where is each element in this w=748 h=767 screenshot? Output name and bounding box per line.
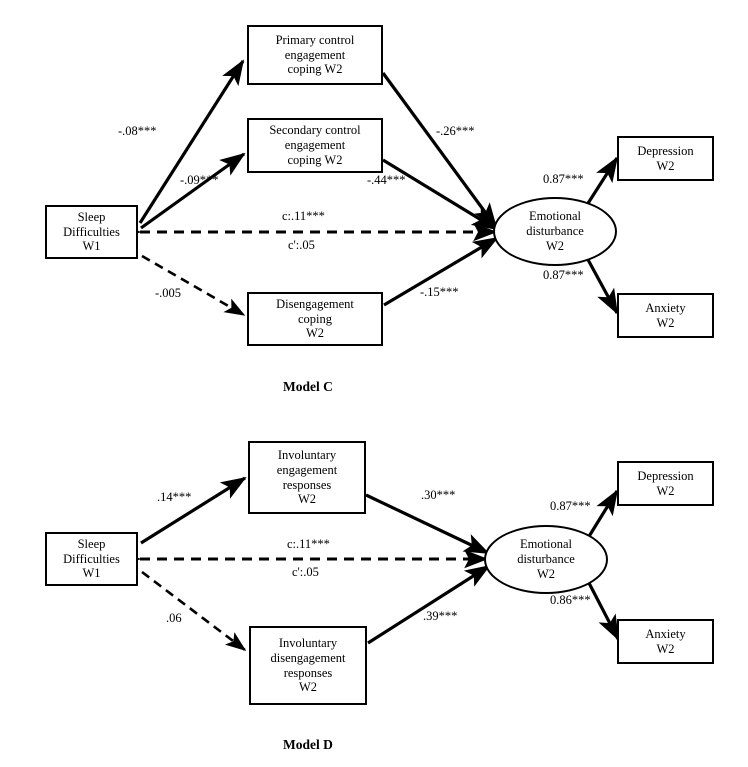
path-label-emotional-to-depression-d: 0.87*** xyxy=(550,499,591,513)
node-line: Involuntary xyxy=(278,636,338,650)
arrow-secondary-to-emotional-c xyxy=(382,158,498,231)
node-line: responses xyxy=(283,665,333,680)
caption-model-c: Model C xyxy=(283,379,333,394)
node-line: W2 xyxy=(656,158,675,173)
node-line: coping W2 xyxy=(287,152,343,167)
arrow-emotional-to-depression-c xyxy=(583,156,619,209)
path-label-sleep-to-invengage-d: .14*** xyxy=(157,490,192,504)
arrow-sleep-to-invdisengage-d xyxy=(141,570,247,652)
path-label-sleep-to-invdisengage-d: .06 xyxy=(166,611,182,625)
arrow-primary-to-emotional-c xyxy=(381,72,498,229)
node-line: W2 xyxy=(536,566,556,581)
node-line: W2 xyxy=(656,483,675,498)
node-line: Depression xyxy=(637,468,694,483)
path-label-sleep-to-primary-c: -.08*** xyxy=(118,124,157,138)
node-emotional-disturbance-c: Emotional disturbance W2 xyxy=(493,197,617,266)
path-label-emotional-to-anxiety-d: 0.86*** xyxy=(550,593,591,607)
node-line: Difficulties xyxy=(63,224,120,239)
node-line: engagement xyxy=(284,47,346,62)
node-line: Sleep xyxy=(77,209,106,224)
arrow-sleep-to-invengage-d xyxy=(140,476,247,545)
node-line: Difficulties xyxy=(63,551,120,566)
arrow-invengage-to-emotional-d xyxy=(365,493,490,555)
path-label-direct-total-d: c:.11*** xyxy=(287,537,330,551)
arrow-sleep-to-primary-c xyxy=(138,59,245,224)
path-label-primary-to-emotional-c: -.26*** xyxy=(436,124,475,138)
arrow-sleep-to-secondary-c xyxy=(140,152,246,230)
arrow-emotional-to-anxiety-d xyxy=(587,582,620,641)
node-line: Secondary control xyxy=(269,123,361,138)
node-line: engagement xyxy=(284,138,346,153)
node-sleep-difficulties-d: Sleep Difficulties W1 xyxy=(45,532,138,586)
node-anxiety-c: Anxiety W2 xyxy=(617,293,714,338)
node-line: coping xyxy=(297,311,332,326)
node-secondary-control-engagement-coping-c: Secondary control engagement coping W2 xyxy=(247,118,383,173)
node-line: disturbance xyxy=(526,224,584,239)
node-involuntary-disengagement-responses-d: Involuntary disengagement responses W2 xyxy=(249,626,367,705)
node-line: W2 xyxy=(297,492,317,507)
path-label-direct-total-c: c:.11*** xyxy=(282,209,325,223)
node-primary-control-engagement-coping-c: Primary control engagement coping W2 xyxy=(247,25,383,85)
node-emotional-disturbance-d: Emotional disturbance W2 xyxy=(484,525,608,594)
node-line: Anxiety xyxy=(645,626,686,641)
node-line: Sleep xyxy=(77,536,106,551)
node-line: Emotional xyxy=(528,209,582,224)
path-label-emotional-to-anxiety-c: 0.87*** xyxy=(543,268,584,282)
node-line: W2 xyxy=(656,641,675,656)
path-label-sleep-to-secondary-c: -.09*** xyxy=(180,173,219,187)
node-line: coping W2 xyxy=(287,62,343,77)
node-line: W2 xyxy=(545,238,565,253)
node-line: Disengagement xyxy=(276,296,354,311)
node-line: Emotional xyxy=(519,537,573,552)
node-line: W1 xyxy=(82,239,101,254)
node-line: W2 xyxy=(305,326,325,341)
node-line: Involuntary xyxy=(277,448,337,462)
arrow-invdisengage-to-emotional-d xyxy=(367,564,491,645)
path-label-invengage-to-emotional-d: .30*** xyxy=(421,488,456,502)
node-line: W2 xyxy=(656,315,675,330)
node-sleep-difficulties-c: Sleep Difficulties W1 xyxy=(45,205,138,259)
node-line: W2 xyxy=(298,680,318,695)
path-label-direct-residual-d: c':.05 xyxy=(292,565,319,579)
path-label-direct-residual-c: c':.05 xyxy=(288,238,315,252)
node-anxiety-d: Anxiety W2 xyxy=(617,619,714,664)
node-disengagement-coping-c: Disengagement coping W2 xyxy=(247,292,383,346)
node-line: engagement xyxy=(276,462,338,477)
path-label-sleep-to-disengagement-c: -.005 xyxy=(155,286,182,300)
arrow-emotional-to-anxiety-c xyxy=(584,255,619,315)
node-depression-c: Depression W2 xyxy=(617,136,714,181)
path-label-secondary-to-emotional-c: -.44*** xyxy=(367,173,406,187)
node-line: disengagement xyxy=(270,650,346,665)
node-depression-d: Depression W2 xyxy=(617,461,714,506)
node-line: Depression xyxy=(637,143,694,158)
arrow-emotional-to-depression-d xyxy=(586,489,619,539)
caption-model-d: Model D xyxy=(283,737,333,752)
node-line: Anxiety xyxy=(645,300,686,315)
node-line: responses xyxy=(282,477,332,492)
node-involuntary-engagement-responses-d: Involuntary engagement responses W2 xyxy=(248,441,366,514)
node-line: W1 xyxy=(82,566,101,581)
node-line: disturbance xyxy=(517,552,575,567)
path-label-emotional-to-depression-c: 0.87*** xyxy=(543,172,584,186)
path-label-disengagement-to-emotional-c: -.15*** xyxy=(420,285,459,299)
node-line: Primary control xyxy=(275,32,355,47)
path-label-invdisengage-to-emotional-d: .39*** xyxy=(423,609,458,623)
